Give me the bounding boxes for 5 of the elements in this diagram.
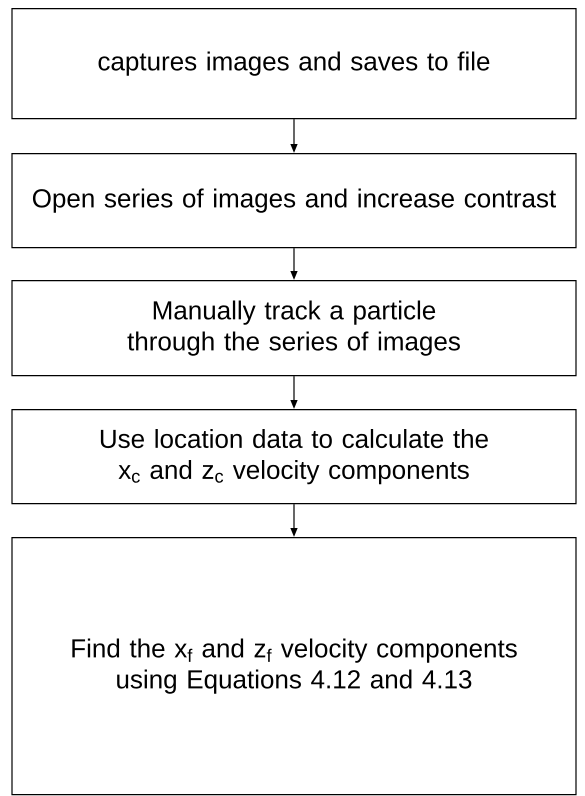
process-box: Open series of images and increase contrast xyxy=(11,153,577,248)
process-box: Manually track a particle through the series of images xyxy=(11,280,577,376)
process-box: captures images and saves to file xyxy=(11,8,577,120)
process-box: Find the x$_{f}$ and z$_{f}$ velocity components using Equations 4.12 and 4.13 xyxy=(11,537,577,796)
process-box: Use location data to calculate the x$_{c}$ and z$_{c}$ velocity components xyxy=(11,409,577,504)
